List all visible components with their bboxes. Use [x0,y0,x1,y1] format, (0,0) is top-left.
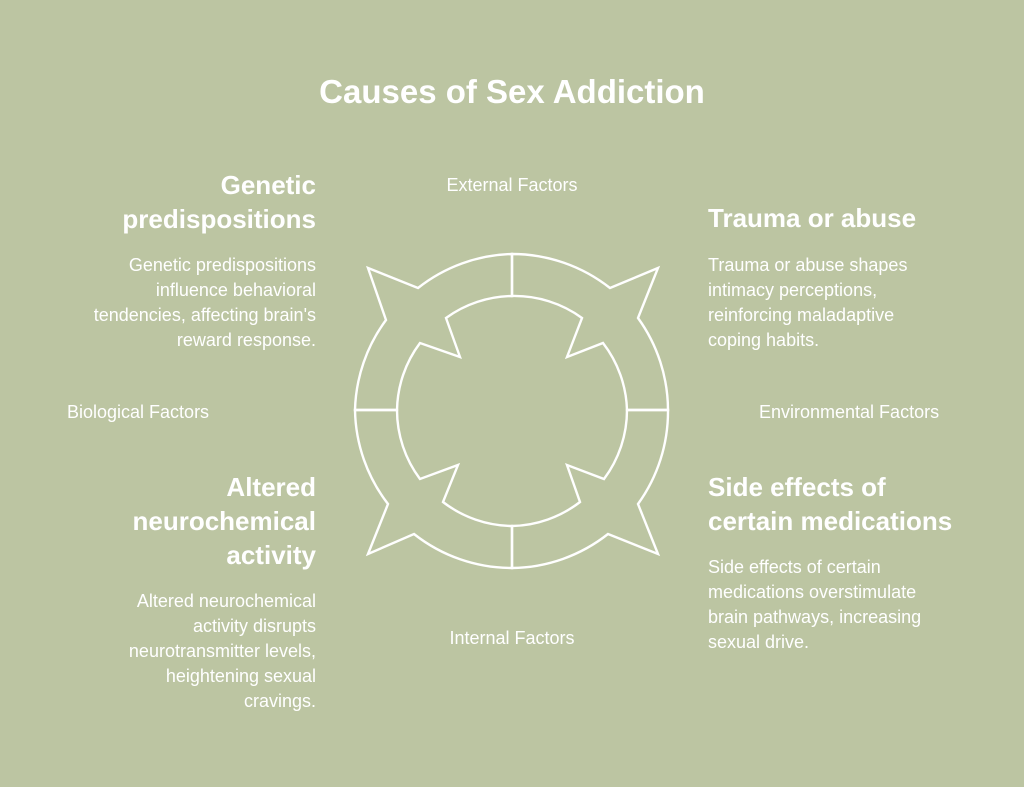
desc-line: Genetic predispositions [128,255,316,275]
quadrant-description: Side effects of certain medications over… [708,555,1008,655]
heading-line: Trauma or abuse [708,203,917,233]
desc-line: coping habits. [708,330,820,350]
cycle-segment-top-right [510,252,670,412]
axis-label-top: External Factors [446,175,578,195]
desc-line: Altered neurochemical [136,591,316,611]
quadrant-heading: Trauma or abuse [708,201,1008,235]
quadrant-bottom-left: Altered neurochemical activity Altered n… [40,470,316,714]
desc-line: influence behavioral [155,280,316,300]
desc-line: cravings. [243,691,316,711]
cycle-diagram [353,252,670,570]
heading-line: Side effects of [708,472,886,502]
cycle-segment-top-left [353,252,514,412]
quadrant-top-right: Trauma or abuse Trauma or abuse shapes i… [708,201,1008,353]
desc-line: heightening sexual [165,666,316,686]
desc-line: Side effects of certain [708,557,881,577]
quadrant-bottom-right: Side effects of certain medications Side… [708,470,1008,655]
heading-line: predispositions [122,204,316,234]
axis-label-left: Biological Factors [67,402,210,422]
axis-label-right: Environmental Factors [759,402,940,422]
quadrant-description: Trauma or abuse shapes intimacy percepti… [708,253,1008,353]
heading-line: Altered [226,472,316,502]
desc-line: sexual drive. [708,632,810,652]
quadrant-description: Genetic predispositions influence behavi… [40,253,316,353]
quadrant-top-left: Genetic predispositions Genetic predispo… [40,168,316,353]
heading-line: certain medications [708,506,953,536]
heading-line: activity [226,540,316,570]
desc-line: neurotransmitter levels, [128,641,316,661]
desc-line: Trauma or abuse shapes [708,255,908,275]
desc-line: activity disrupts [192,616,316,636]
heading-line: neurochemical [132,506,316,536]
axis-label-bottom: Internal Factors [449,628,575,648]
quadrant-heading: Side effects of certain medications [708,470,1008,538]
quadrant-description: Altered neurochemical activity disrupts … [40,589,316,714]
desc-line: brain pathways, increasing [708,607,922,627]
heading-line: Genetic [220,170,316,200]
quadrant-heading: Genetic predispositions [40,168,316,236]
cycle-segment-bottom-left [353,408,514,570]
quadrant-heading: Altered neurochemical activity [40,470,316,572]
cycle-segment-bottom-right [510,408,670,570]
desc-line: intimacy perceptions, [708,280,878,300]
diagram-title: Causes of Sex Addiction [319,73,705,110]
desc-line: tendencies, affecting brain's [93,305,316,325]
desc-line: reinforcing maladaptive [708,305,895,325]
desc-line: medications overstimulate [708,582,917,602]
desc-line: reward response. [176,330,316,350]
